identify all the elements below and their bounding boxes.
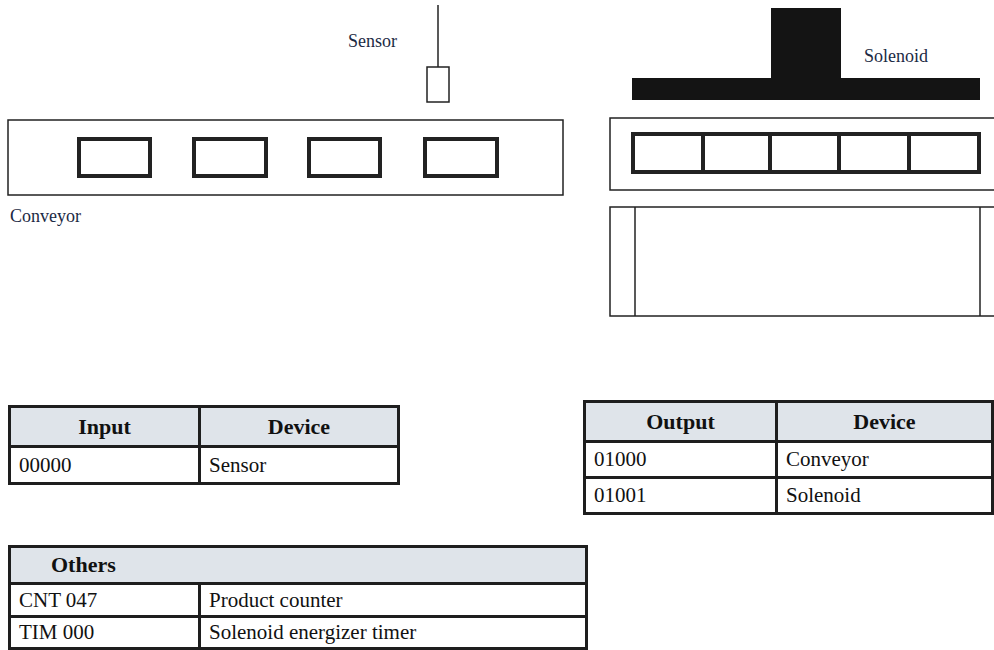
label-text: 00000	[19, 453, 72, 478]
grouped-boxes	[633, 134, 979, 172]
part-name: Solenoid	[864, 46, 928, 67]
sensor-lead	[437, 5, 439, 67]
table-cell: Sensor	[198, 445, 400, 485]
label-text: Conveyor	[10, 206, 81, 226]
solenoid-plunger	[771, 8, 841, 82]
bin-wall	[634, 207, 636, 316]
label-text: Device	[268, 414, 330, 440]
label-text: Sensor	[348, 31, 397, 51]
label-text: CNT 047	[19, 588, 97, 613]
bin-wall	[979, 207, 981, 316]
conveyor-belt	[8, 120, 563, 195]
table-cell: 01000	[583, 440, 778, 479]
table-header: Device	[198, 405, 400, 448]
collection-bin	[610, 207, 994, 316]
conveyor-belt	[610, 118, 994, 190]
table-cell: CNT 047	[8, 582, 201, 618]
label-text: TIM 000	[19, 620, 94, 645]
label-text: Sensor	[209, 453, 266, 478]
table-cell: Solenoid energizer timer	[198, 615, 588, 650]
table-cell: 01001	[583, 476, 778, 515]
label-text: Input	[78, 414, 131, 440]
label-text: Solenoid	[786, 483, 861, 508]
label-text: Solenoid energizer timer	[209, 620, 416, 645]
table-cell: Conveyor	[775, 440, 994, 479]
part-name: Sensor	[348, 31, 397, 52]
label-text: Conveyor	[786, 447, 869, 472]
label-text: 01001	[594, 483, 647, 508]
table-cell: TIM 000	[8, 615, 201, 650]
table-header: Output	[583, 400, 778, 443]
table-cell: Solenoid	[775, 476, 994, 515]
table-header: Input	[8, 405, 201, 448]
label-text: Device	[853, 409, 915, 435]
solenoid-pusher	[632, 78, 980, 100]
table-cell: Product counter	[198, 582, 588, 618]
table-header: Device	[775, 400, 994, 443]
label-text: Others	[51, 552, 116, 578]
label-text: Output	[646, 409, 714, 435]
label-text: Product counter	[209, 588, 343, 613]
table-cell: 00000	[8, 445, 201, 485]
table-header: Others	[8, 545, 588, 585]
label-text: 01000	[594, 447, 647, 472]
product-boxes	[79, 139, 497, 176]
label-text: Solenoid	[864, 46, 928, 66]
sensor-body	[427, 67, 449, 102]
part-name: Conveyor	[10, 206, 81, 227]
